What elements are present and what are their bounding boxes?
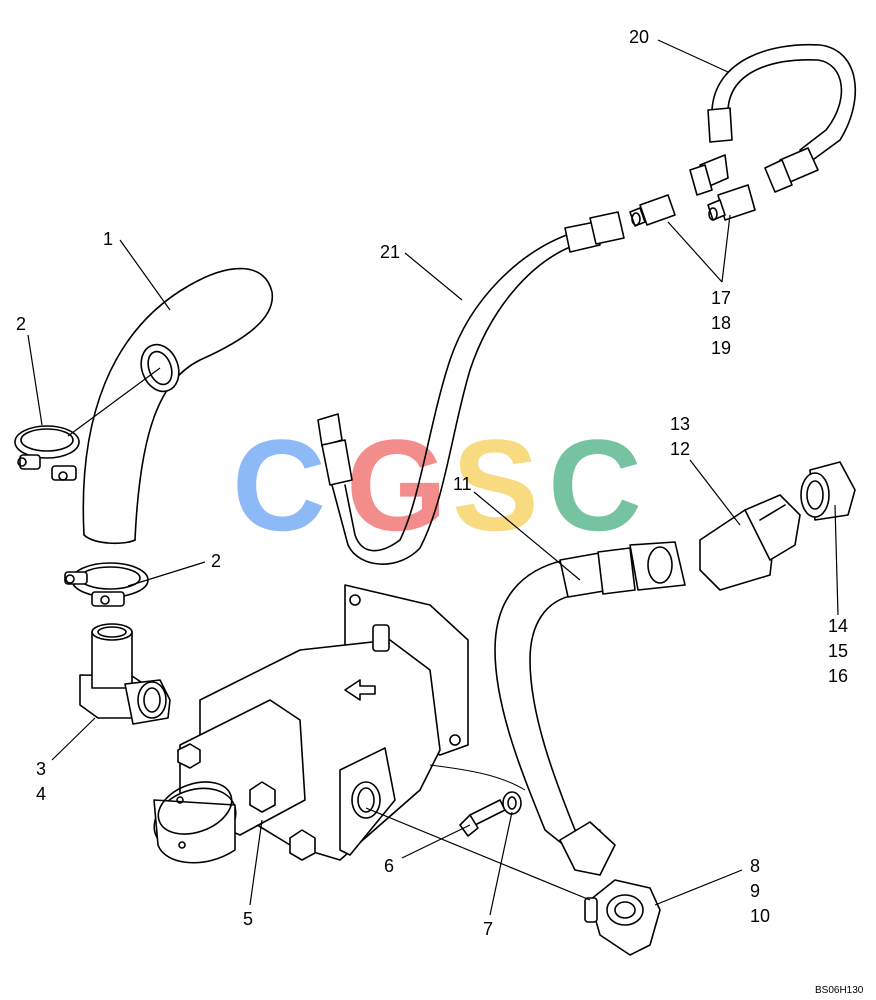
- callout-4: 4: [36, 784, 46, 804]
- callout-12: 12: [670, 439, 690, 459]
- part-20-hose: [689, 43, 857, 196]
- part-5-pump: [153, 584, 469, 864]
- callout-13: 13: [670, 414, 690, 434]
- callout-14: 14: [828, 616, 848, 636]
- callout-3: 3: [36, 759, 46, 779]
- callout-2-upper: 2: [16, 314, 26, 334]
- part-21-hose: [317, 211, 625, 565]
- drawing-code: BS06H130: [815, 985, 864, 996]
- callout-18: 18: [711, 313, 731, 333]
- callout-20: 20: [629, 27, 649, 47]
- callout-8: 8: [750, 856, 760, 876]
- part-7-washer: [502, 791, 522, 815]
- part-17-fitting-b: [707, 184, 756, 221]
- callout-21: 21: [380, 242, 400, 262]
- watermark-letter-4: C: [548, 412, 642, 558]
- part-17-fitting-a: [629, 194, 676, 227]
- callout-2-lower: 2: [211, 551, 221, 571]
- watermark: C G S C: [232, 412, 642, 558]
- callout-6: 6: [384, 856, 394, 876]
- part-6-bolt: [459, 799, 506, 837]
- part-11-hose: [494, 541, 686, 876]
- callout-9: 9: [750, 881, 760, 901]
- watermark-letter-2: G: [346, 412, 447, 558]
- callout-15: 15: [828, 641, 848, 661]
- part-3-elbow: [79, 623, 171, 725]
- callout-17: 17: [711, 288, 731, 308]
- leader-lines: [27, 39, 839, 916]
- part-8-elbow: [584, 879, 661, 956]
- watermark-letter-1: C: [232, 412, 326, 558]
- callouts: 1 2 2 3 4 5 6 7 8 9 10 11 12 13 14 15 16…: [16, 27, 848, 939]
- part-14-adapter: [800, 461, 856, 521]
- callout-10: 10: [750, 906, 770, 926]
- callout-16: 16: [828, 666, 848, 686]
- callout-1: 1: [103, 229, 113, 249]
- part-2-clamp-upper: [14, 425, 80, 481]
- part-12-elbow: [699, 494, 801, 591]
- callout-11: 11: [453, 474, 472, 494]
- callout-5: 5: [243, 909, 253, 929]
- part-2-clamp-lower: [64, 562, 149, 607]
- callout-19: 19: [711, 338, 731, 358]
- callout-7: 7: [483, 919, 493, 939]
